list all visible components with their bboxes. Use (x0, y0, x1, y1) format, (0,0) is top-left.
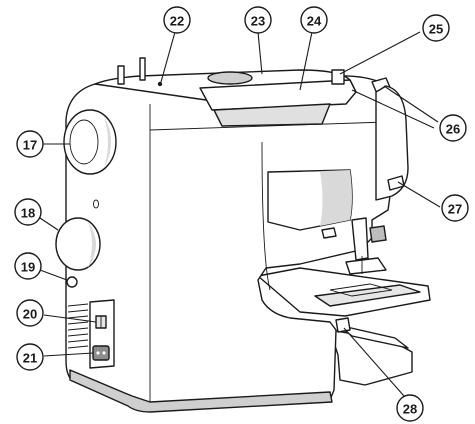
arm-top-edge (149, 121, 387, 131)
callout-20-number: 20 (23, 307, 37, 322)
callout-22: 22 (163, 6, 191, 34)
callout-21: 21 (16, 343, 44, 371)
machine-illustration (55, 57, 431, 413)
socket-pin-2 (102, 351, 106, 355)
spool-pin-1 (117, 65, 125, 85)
leader-26a (383, 85, 439, 123)
callout-26: 26 (439, 114, 467, 142)
handle-recess (213, 103, 331, 127)
callout-27: 27 (441, 194, 469, 222)
leader-28 (343, 327, 405, 397)
bobbin-winder (207, 71, 253, 85)
callout-25-number: 25 (429, 22, 443, 37)
machine-head (375, 85, 409, 201)
base-shadow (69, 369, 333, 413)
callout-18: 18 (14, 198, 42, 226)
leader-22 (160, 31, 176, 83)
bed-front-plate (314, 284, 421, 307)
leader-25 (339, 31, 421, 75)
thread-cutter (321, 227, 337, 239)
needle-clamp (369, 225, 387, 243)
callout-24: 24 (300, 6, 328, 34)
power-socket (92, 345, 110, 361)
top-hole (157, 81, 163, 87)
front-thread-guide (331, 69, 345, 85)
callout-25: 25 (422, 14, 450, 42)
leader-18 (39, 217, 59, 231)
lower-dial-knob (66, 276, 78, 288)
callout-18-number: 18 (21, 206, 35, 221)
leader-19 (39, 269, 68, 281)
arm-front-shading (300, 170, 352, 226)
thread-guide-plate (199, 79, 357, 111)
leader-lines (39, 31, 441, 397)
handwheel (63, 109, 117, 175)
free-arm-lever (335, 317, 351, 333)
callout-28-number: 28 (403, 402, 417, 417)
arm-underside (261, 141, 271, 291)
handwheel-inner (69, 119, 99, 165)
callout-17: 17 (16, 130, 44, 158)
leader-26b (351, 89, 435, 129)
upper-dial (55, 217, 101, 271)
indicator-dot (93, 199, 99, 209)
leader-27 (397, 181, 441, 208)
presser-foot (345, 257, 387, 275)
callout-22-number: 22 (170, 14, 184, 29)
needle-plate (329, 283, 393, 297)
callout-28: 28 (396, 394, 424, 422)
callout-26-number: 26 (446, 122, 460, 137)
upper-dial-shade (88, 222, 96, 268)
callout-17-number: 17 (23, 138, 37, 153)
handwheel-rim-shade (104, 116, 111, 168)
socket-pin-1 (96, 351, 100, 355)
ventilation-slots (67, 303, 89, 349)
callout-24-number: 24 (307, 14, 322, 29)
callout-20: 20 (16, 299, 44, 327)
spool-pin-2 (139, 57, 146, 81)
leader-24 (299, 31, 313, 91)
needle-bar (351, 217, 369, 261)
callout-23-number: 23 (251, 14, 265, 29)
callout-19-number: 19 (21, 260, 35, 275)
callouts: 17 18 19 20 21 22 23 24 (14, 6, 469, 422)
leader-23 (257, 31, 263, 75)
callout-19: 19 (14, 252, 42, 280)
callout-23: 23 (244, 6, 272, 34)
callout-27-number: 27 (448, 202, 462, 217)
leader-21 (43, 352, 94, 357)
callout-21-number: 21 (23, 351, 37, 366)
leader-20 (43, 314, 97, 323)
